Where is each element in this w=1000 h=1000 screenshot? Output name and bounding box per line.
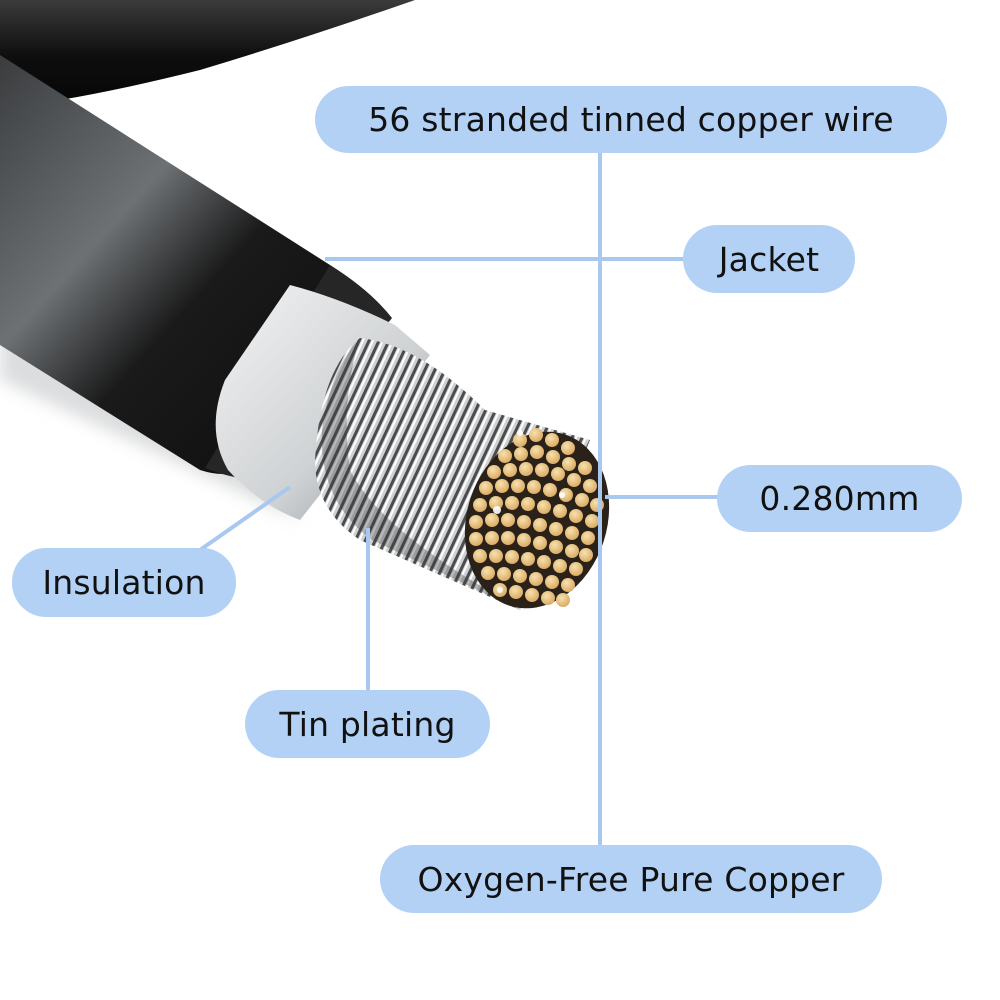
label-jacket: Jacket: [683, 225, 855, 293]
leader-lines: [198, 150, 720, 848]
label-diameter-text: 0.280mm: [759, 479, 920, 518]
label-insulation-text: Insulation: [42, 563, 206, 602]
label-jacket-text: Jacket: [718, 239, 820, 279]
leader-line-insulation: [198, 485, 292, 552]
label-diameter: 0.280mm: [717, 465, 962, 532]
cable-coil-shape: [0, 0, 415, 112]
label-oxygen-free-copper: Oxygen-Free Pure Copper: [380, 845, 882, 913]
label-insulation: Insulation: [12, 548, 236, 617]
label-stranded-wire-text: 56 stranded tinned copper wire: [368, 100, 894, 139]
label-oxygen-free-copper-text: Oxygen-Free Pure Copper: [417, 859, 845, 899]
label-tin-plating: Tin plating: [245, 690, 490, 758]
label-tin-plating-text: Tin plating: [279, 704, 456, 744]
copper-strands: [469, 428, 604, 607]
label-stranded-wire: 56 stranded tinned copper wire: [315, 86, 947, 153]
